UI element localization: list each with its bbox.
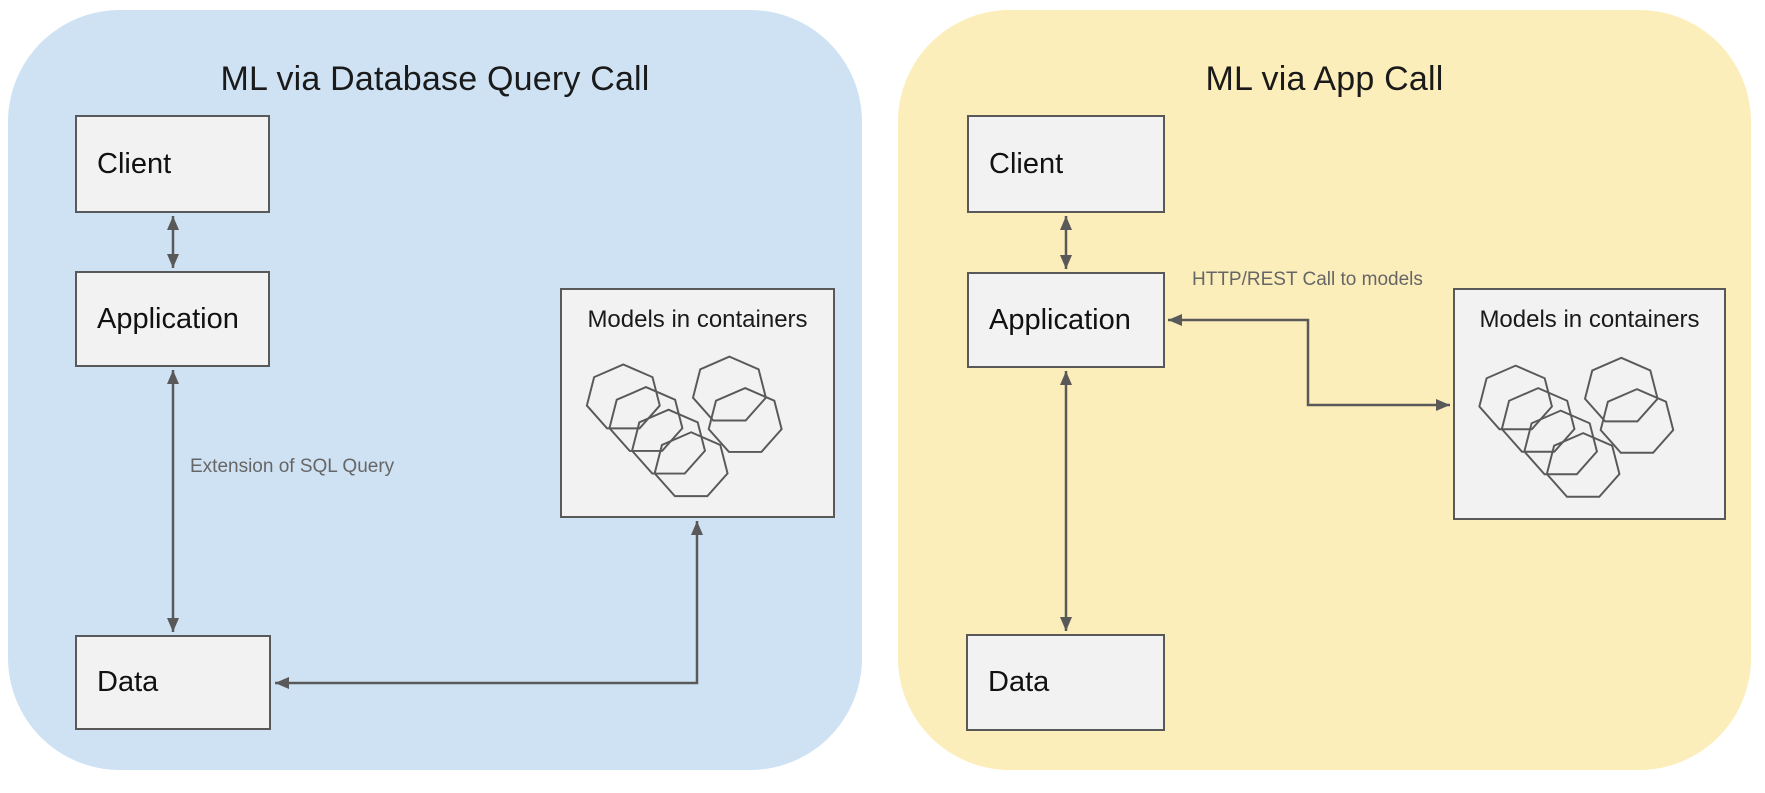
panel-title-database-query: ML via Database Query Call (220, 60, 650, 98)
panel-title-app-call: ML via App Call (1205, 60, 1444, 98)
edge-label-sql-query: Extension of SQL Query (190, 456, 395, 477)
node-data-left-label: Data (97, 666, 159, 698)
models-heptagons-icon (1478, 356, 1675, 498)
node-application-right: Application (967, 272, 1165, 368)
node-client-right-label: Client (989, 147, 1064, 180)
node-models-right-label: Models in containers (1479, 306, 1700, 333)
node-client-right: Client (967, 115, 1165, 213)
node-application-right-label: Application (989, 303, 1131, 336)
node-models-left-label: Models in containers (587, 306, 808, 333)
node-data-right: Data (966, 634, 1165, 731)
node-client-left: Client (75, 115, 270, 213)
node-models-right: Models in containers (1453, 288, 1726, 520)
node-data-right-label: Data (988, 666, 1050, 698)
edge-label-http-rest: HTTP/REST Call to models (1192, 269, 1423, 290)
node-application-left-label: Application (97, 302, 239, 335)
node-models-left: Models in containers (560, 288, 835, 518)
node-client-left-label: Client (97, 147, 172, 180)
node-data-left: Data (75, 635, 271, 730)
models-heptagons-icon (585, 355, 783, 498)
node-application-left: Application (75, 271, 270, 367)
